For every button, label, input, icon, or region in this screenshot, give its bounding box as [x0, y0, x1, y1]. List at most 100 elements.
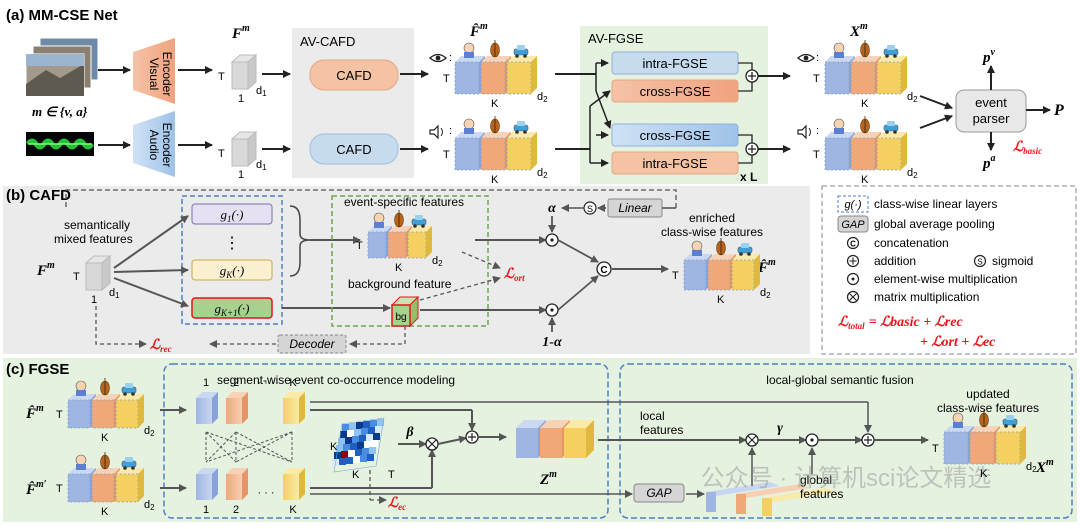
- svg-text:K: K: [980, 468, 988, 480]
- fhat-label: F̂m: [25, 403, 44, 422]
- car-icon: [737, 243, 753, 256]
- matrix-mult-icon: [745, 433, 759, 447]
- car-icon: [121, 457, 137, 470]
- svg-text:Decoder: Decoder: [289, 337, 335, 351]
- cooccurrence-heatmap: [332, 417, 385, 473]
- violin-icon: [860, 116, 870, 134]
- fhat-label: F̂m: [469, 21, 488, 40]
- feature-fm-label: Fm: [231, 23, 250, 42]
- svg-text:K: K: [101, 432, 109, 444]
- audio-encoder: Audio Encoder: [133, 111, 175, 177]
- car-icon: [121, 383, 137, 396]
- svg-text:Linear: Linear: [618, 201, 652, 215]
- add-visual-icon: [745, 69, 759, 83]
- gamma-label: γ: [777, 421, 783, 436]
- person-icon: [952, 412, 964, 428]
- svg-text:local: local: [640, 409, 665, 423]
- violin-icon: [716, 238, 726, 256]
- cafd-visual-block: [309, 59, 399, 91]
- decoder-block: [277, 334, 347, 354]
- svg-text:d2: d2: [537, 167, 548, 180]
- one-minus-alpha-label: 1-α: [542, 335, 562, 350]
- legend-matrix-icon: [846, 290, 860, 304]
- person-icon: [373, 212, 385, 228]
- legend-sigmoid-icon: S: [973, 254, 987, 268]
- svg-text:T: T: [443, 149, 450, 161]
- svg-text:K: K: [491, 98, 499, 110]
- svg-text:g1(·): g1(·): [221, 207, 244, 224]
- svg-text:event-specific features: event-specific features: [344, 195, 464, 209]
- car-icon: [513, 45, 529, 58]
- svg-text:class-wise features: class-wise features: [661, 225, 763, 239]
- svg-text:Audio: Audio: [147, 130, 161, 161]
- visual-frames-image: [25, 37, 99, 97]
- svg-text:g(·): g(·): [844, 199, 861, 211]
- svg-text:addition: addition: [874, 254, 916, 268]
- loss-ec: ℒec: [388, 496, 406, 512]
- panel-b-title: (b) CAFD: [6, 187, 71, 204]
- svg-text:d1: d1: [109, 287, 120, 300]
- g1-layer: [191, 203, 273, 225]
- violin-icon: [860, 40, 870, 58]
- svg-text:GAP: GAP: [841, 219, 865, 231]
- svg-text:segment-wise event co-occurren: segment-wise event co-occurrence modelin…: [217, 373, 455, 387]
- eye-icon: [429, 53, 447, 63]
- car-icon: [883, 121, 899, 134]
- svg-text:parser: parser: [973, 111, 1011, 126]
- svg-text:T: T: [218, 71, 225, 83]
- legend-add-icon: [846, 254, 860, 268]
- gK1-layer: [191, 297, 273, 319]
- car-icon: [411, 215, 427, 228]
- svg-text:gK+1(·): gK+1(·): [215, 301, 250, 318]
- svg-text:updated: updated: [966, 387, 1009, 401]
- audio-waveform-image: [25, 132, 95, 156]
- svg-text:S: S: [587, 204, 593, 214]
- svg-text:K: K: [395, 262, 403, 274]
- svg-text:class-wise linear layers: class-wise linear layers: [874, 197, 997, 211]
- svg-text:bg: bg: [395, 312, 406, 323]
- legend-concat-icon: C: [846, 236, 860, 250]
- svg-text:d2: d2: [144, 425, 155, 438]
- p-visual: pv: [981, 47, 996, 66]
- svg-text:features: features: [640, 423, 683, 437]
- svg-text:matrix multiplication: matrix multiplication: [874, 290, 979, 304]
- speaker-icon: [429, 124, 443, 140]
- svg-text:T: T: [388, 469, 395, 481]
- person-icon: [75, 454, 87, 470]
- svg-text:· · ·: · · ·: [257, 487, 274, 499]
- svg-text:d2: d2: [907, 167, 918, 180]
- car-icon: [1002, 415, 1018, 428]
- zm-blocks: [516, 420, 594, 458]
- sigmoid-icon: S: [583, 201, 597, 215]
- add-icon: [465, 430, 479, 444]
- violin-icon: [100, 378, 110, 396]
- svg-text:d2: d2: [1026, 461, 1037, 474]
- speaker-icon: [797, 124, 811, 140]
- svg-text:sigmoid: sigmoid: [992, 254, 1033, 268]
- fhat-label: F̂m: [757, 257, 776, 276]
- svg-text:1: 1: [203, 377, 209, 389]
- av-fgse-label: AV-FGSE: [588, 31, 644, 46]
- svg-text:intra-FGSE: intra-FGSE: [642, 156, 707, 171]
- svg-text:1: 1: [91, 294, 97, 306]
- person-icon: [463, 42, 475, 58]
- svg-text:T: T: [56, 409, 63, 421]
- svg-text:T: T: [218, 148, 225, 160]
- svg-text:K: K: [491, 174, 499, 186]
- elementwise-mult-icon: [805, 433, 819, 447]
- violin-icon: [979, 410, 989, 428]
- svg-text::: :: [449, 125, 452, 137]
- svg-text:class-wise features: class-wise features: [937, 401, 1039, 415]
- loss-ort: ℒort: [504, 267, 525, 283]
- segment-blocks-bottom: 1 2 · · · K: [196, 468, 305, 516]
- legend-g-swatch: [837, 195, 869, 213]
- svg-text:T: T: [932, 443, 939, 455]
- svg-text:K: K: [861, 174, 869, 186]
